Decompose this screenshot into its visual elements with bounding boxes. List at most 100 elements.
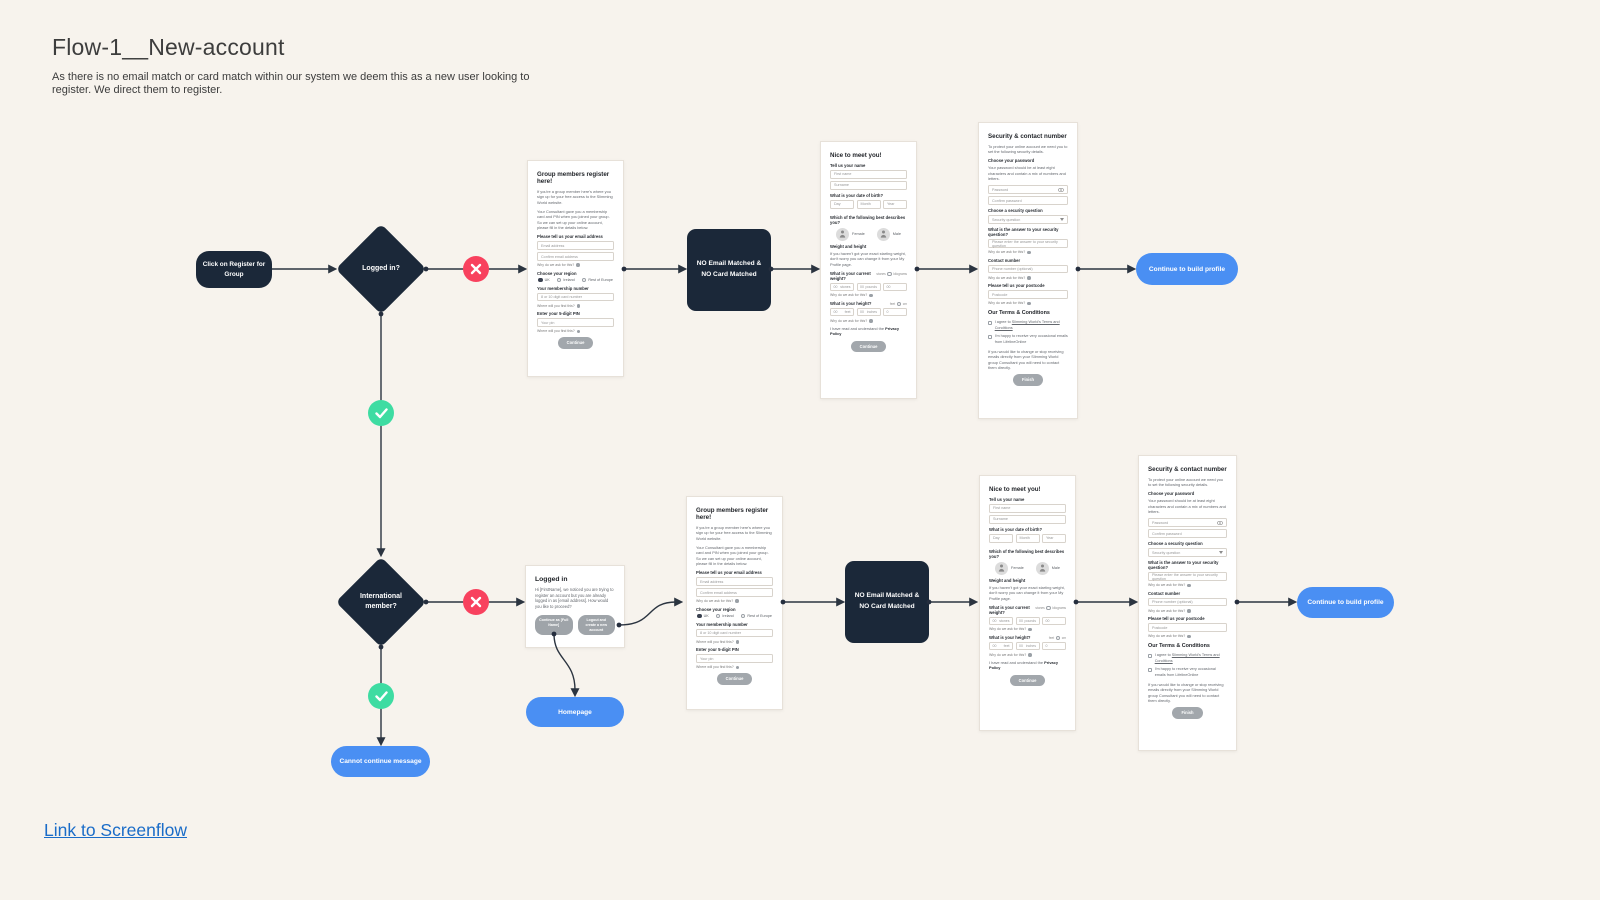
month-input[interactable]: Month (856, 200, 881, 209)
terms-link[interactable]: Slimming World's Terms and Conditions (1154, 653, 1220, 663)
confirm-email-input[interactable]: Confirm email address (537, 252, 614, 261)
homepage-button[interactable]: Homepage (526, 697, 624, 727)
why-ask-hint[interactable]: Why do we ask for this? (830, 319, 907, 323)
weight-extra-input[interactable]: 00 (1042, 616, 1066, 625)
screenflow-link[interactable]: Link to Screenflow (44, 820, 187, 840)
why-ask-hint[interactable]: Why do we ask for this? (989, 653, 1066, 657)
privacy-policy-link[interactable]: Privacy Policy (989, 659, 1059, 671)
membership-input[interactable]: 8 or 10 digit card number (537, 292, 614, 302)
email-input[interactable]: Email address (696, 577, 773, 586)
male-option[interactable]: Male (1035, 561, 1060, 575)
why-ask-hint[interactable]: Why do we ask for this? (989, 627, 1066, 631)
continue-to-build-profile-button[interactable]: Continue to build profile (1136, 253, 1238, 285)
checkbox-icon[interactable] (988, 334, 993, 340)
male-option[interactable]: Male (876, 227, 901, 241)
info-icon (735, 599, 739, 604)
pin-input[interactable]: Your pin (537, 318, 614, 327)
decision-logged-in: Logged in? (335, 223, 427, 315)
year-input[interactable]: Year (1042, 534, 1066, 543)
security-answer-input[interactable]: Please enter the answer to your security… (988, 239, 1068, 248)
checkbox-icon[interactable] (1148, 653, 1153, 659)
continue-as-button[interactable]: Continue as [Full Name] (535, 614, 573, 636)
security-answer-input[interactable]: Please enter the answer to your security… (1148, 572, 1227, 581)
why-ask-hint[interactable]: Why do we ask for this? (1148, 609, 1227, 613)
why-ask-hint[interactable]: Why do we ask for this? (988, 276, 1068, 280)
confirm-password-input[interactable]: Confirm password (1148, 529, 1227, 538)
day-input[interactable]: Day (830, 200, 854, 209)
day-input[interactable]: Day (989, 534, 1013, 543)
radio-uk[interactable]: UK (538, 277, 550, 283)
email-input[interactable]: Email address (537, 241, 614, 250)
privacy-policy-link[interactable]: Privacy Policy (830, 325, 900, 337)
first-name-input[interactable]: First name (830, 170, 907, 179)
postcode-input[interactable]: Postcode (988, 290, 1068, 299)
radio-rest-of-europe[interactable]: Rest of Europe (740, 613, 772, 619)
eye-icon[interactable] (1217, 520, 1223, 525)
terms-link[interactable]: Slimming World's Terms and Conditions (994, 320, 1060, 330)
height-extra-input[interactable]: 0 (1042, 642, 1066, 651)
confirm-password-input[interactable]: Confirm password (988, 196, 1068, 205)
continue-button[interactable]: Continue (1009, 674, 1046, 686)
radio-uk[interactable]: UK (697, 613, 709, 619)
confirm-email-input[interactable]: Confirm email address (696, 588, 773, 597)
female-option[interactable]: Female (836, 227, 865, 241)
continue-button[interactable]: Continue (557, 337, 594, 349)
phone-input[interactable]: Phone number (optional) (988, 264, 1068, 274)
why-ask-hint[interactable]: Why do we ask for this? (1148, 583, 1227, 587)
where-find-hint[interactable]: Where will you find this? (696, 640, 773, 644)
password-input[interactable]: Password (988, 185, 1068, 194)
why-ask-hint[interactable]: Why do we ask for this? (830, 293, 907, 297)
region-label: Choose your region (696, 606, 736, 612)
form-intro: If you're a group member here's where yo… (537, 189, 613, 205)
cannot-continue-message-button[interactable]: Cannot continue message (331, 746, 430, 777)
why-ask-hint[interactable]: Why do we ask for this? (696, 599, 773, 603)
why-ask-hint[interactable]: Why do we ask for this? (1148, 634, 1227, 638)
height-extra-input[interactable]: 0 (883, 308, 907, 317)
surname-input[interactable]: Surname (989, 515, 1066, 524)
eye-icon[interactable] (1058, 187, 1064, 192)
logout-create-account-button[interactable]: Logout and create a new account (577, 614, 615, 636)
finish-button[interactable]: Finish (1012, 374, 1044, 386)
finish-button[interactable]: Finish (1172, 707, 1203, 719)
continue-button[interactable]: Continue (850, 340, 887, 352)
where-find-hint[interactable]: Where will you find this? (537, 329, 614, 333)
weight-extra-input[interactable]: 00 (883, 282, 907, 291)
first-name-input[interactable]: First name (989, 504, 1066, 513)
continue-to-build-profile-button[interactable]: Continue to build profile (1297, 587, 1394, 618)
radio-ireland[interactable]: Ireland (715, 613, 734, 619)
password-input[interactable]: Password (1148, 518, 1227, 527)
why-ask-hint[interactable]: Why do we ask for this? (988, 250, 1068, 254)
security-question-select[interactable]: Security question (1148, 548, 1227, 557)
checkbox-icon[interactable] (988, 320, 993, 326)
where-find-hint[interactable]: Where will you find this? (537, 304, 614, 308)
month-input[interactable]: Month (1015, 534, 1040, 543)
radio-icon (1046, 605, 1051, 611)
membership-input[interactable]: 8 or 10 digit card number (696, 628, 773, 638)
where-find-hint[interactable]: Where will you find this? (696, 665, 773, 669)
phone-input[interactable]: Phone number (optional) (1148, 597, 1227, 607)
postcode-input[interactable]: Postcode (1148, 623, 1227, 632)
radio-rest-of-europe[interactable]: Rest of Europe (581, 277, 613, 283)
pin-input[interactable]: Your pin (696, 654, 773, 663)
why-ask-hint[interactable]: Why do we ask for this? (988, 301, 1068, 305)
female-option[interactable]: Female (995, 561, 1024, 575)
why-ask-hint[interactable]: Why do we ask for this? (537, 263, 614, 267)
year-input[interactable]: Year (883, 200, 907, 209)
continue-button[interactable]: Continue (716, 673, 753, 685)
security-question-select[interactable]: Security question (988, 215, 1068, 224)
radio-ireland[interactable]: Ireland (556, 277, 575, 283)
checkbox-icon[interactable] (1148, 667, 1153, 673)
surname-input[interactable]: Surname (830, 181, 907, 190)
